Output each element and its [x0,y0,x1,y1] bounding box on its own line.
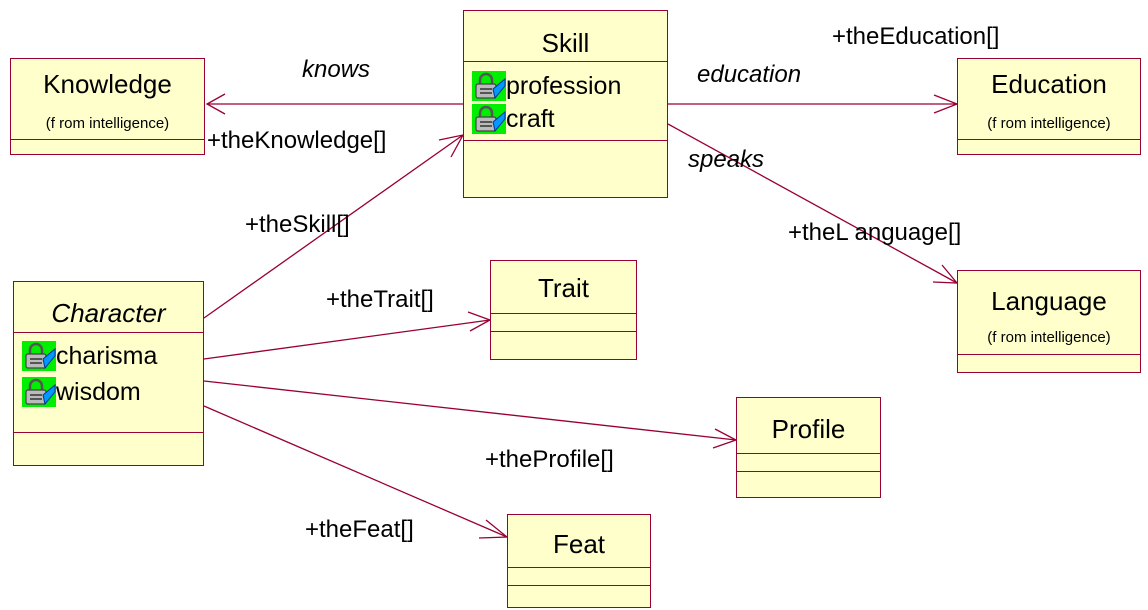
class-name: Skill [541,28,590,58]
lock-key-icon [472,71,506,101]
compartment-divider [958,139,1140,140]
compartment-divider [491,331,636,332]
attribute-label: craft [506,105,555,133]
attribute-label: charisma [56,342,158,370]
role-label-the-knowledge: +theKnowledge[] [207,127,387,154]
class-skill[interactable]: Skill profession [463,10,668,198]
profile-association-line [203,380,737,441]
compartment-divider [508,567,650,568]
package-label: (f rom intelligence) [987,329,1111,346]
role-label-the-skill: +theSkill[] [245,211,350,238]
class-name: Education [991,69,1107,99]
compartment-divider [14,332,203,333]
role-label-the-profile: +theProfile[] [485,446,614,473]
compartment-divider [508,585,650,586]
class-name: Feat [552,529,606,559]
class-knowledge[interactable]: Knowledge (f rom intelligence) [10,58,205,155]
role-label-the-education: +theEducation[] [832,23,1000,50]
attribute-label: profession [506,72,622,100]
knows-arrowhead [205,93,226,115]
class-profile[interactable]: Profile [736,397,881,498]
role-label-the-trait: +theTrait[] [326,286,434,313]
class-character[interactable]: Character charisma [13,281,204,466]
association-name-knows: knows [302,56,371,83]
lock-key-icon [22,341,56,371]
attribute-profession[interactable]: profession [472,71,621,101]
attribute-craft[interactable]: craft [472,104,555,134]
speaks-association-line [667,123,958,284]
compartment-divider [958,354,1140,355]
class-education[interactable]: Education (f rom intelligence) [957,58,1141,155]
lock-key-icon [22,377,56,407]
compartment-divider [491,313,636,314]
compartment-divider [464,61,667,62]
attribute-charisma[interactable]: charisma [22,341,157,371]
compartment-divider [464,140,667,141]
lock-key-icon [472,104,506,134]
compartment-divider [11,139,204,140]
class-name: Knowledge [43,69,172,99]
trait-association-line [203,319,491,360]
attribute-label: wisdom [56,378,141,406]
package-label: (f rom intelligence) [987,115,1111,132]
feat-association-line [203,405,508,538]
class-name: Language [991,286,1107,316]
class-feat[interactable]: Feat [507,514,651,608]
association-name-education: education [697,61,802,88]
compartment-divider [14,432,203,433]
class-name: Trait [537,273,590,303]
class-name: Character [51,298,166,328]
association-name-speaks: speaks [688,146,765,173]
class-language[interactable]: Language (f rom intelligence) [957,270,1141,373]
package-label: (f rom intelligence) [45,115,170,132]
role-label-the-language: +theL anguage[] [788,219,962,246]
skill-association-line [203,134,464,319]
role-label-the-feat: +theFeat[] [305,516,414,543]
class-trait[interactable]: Trait [490,260,637,360]
attribute-wisdom[interactable]: wisdom [22,377,141,407]
class-name: Profile [771,414,846,444]
compartment-divider [737,453,880,454]
compartment-divider [737,471,880,472]
